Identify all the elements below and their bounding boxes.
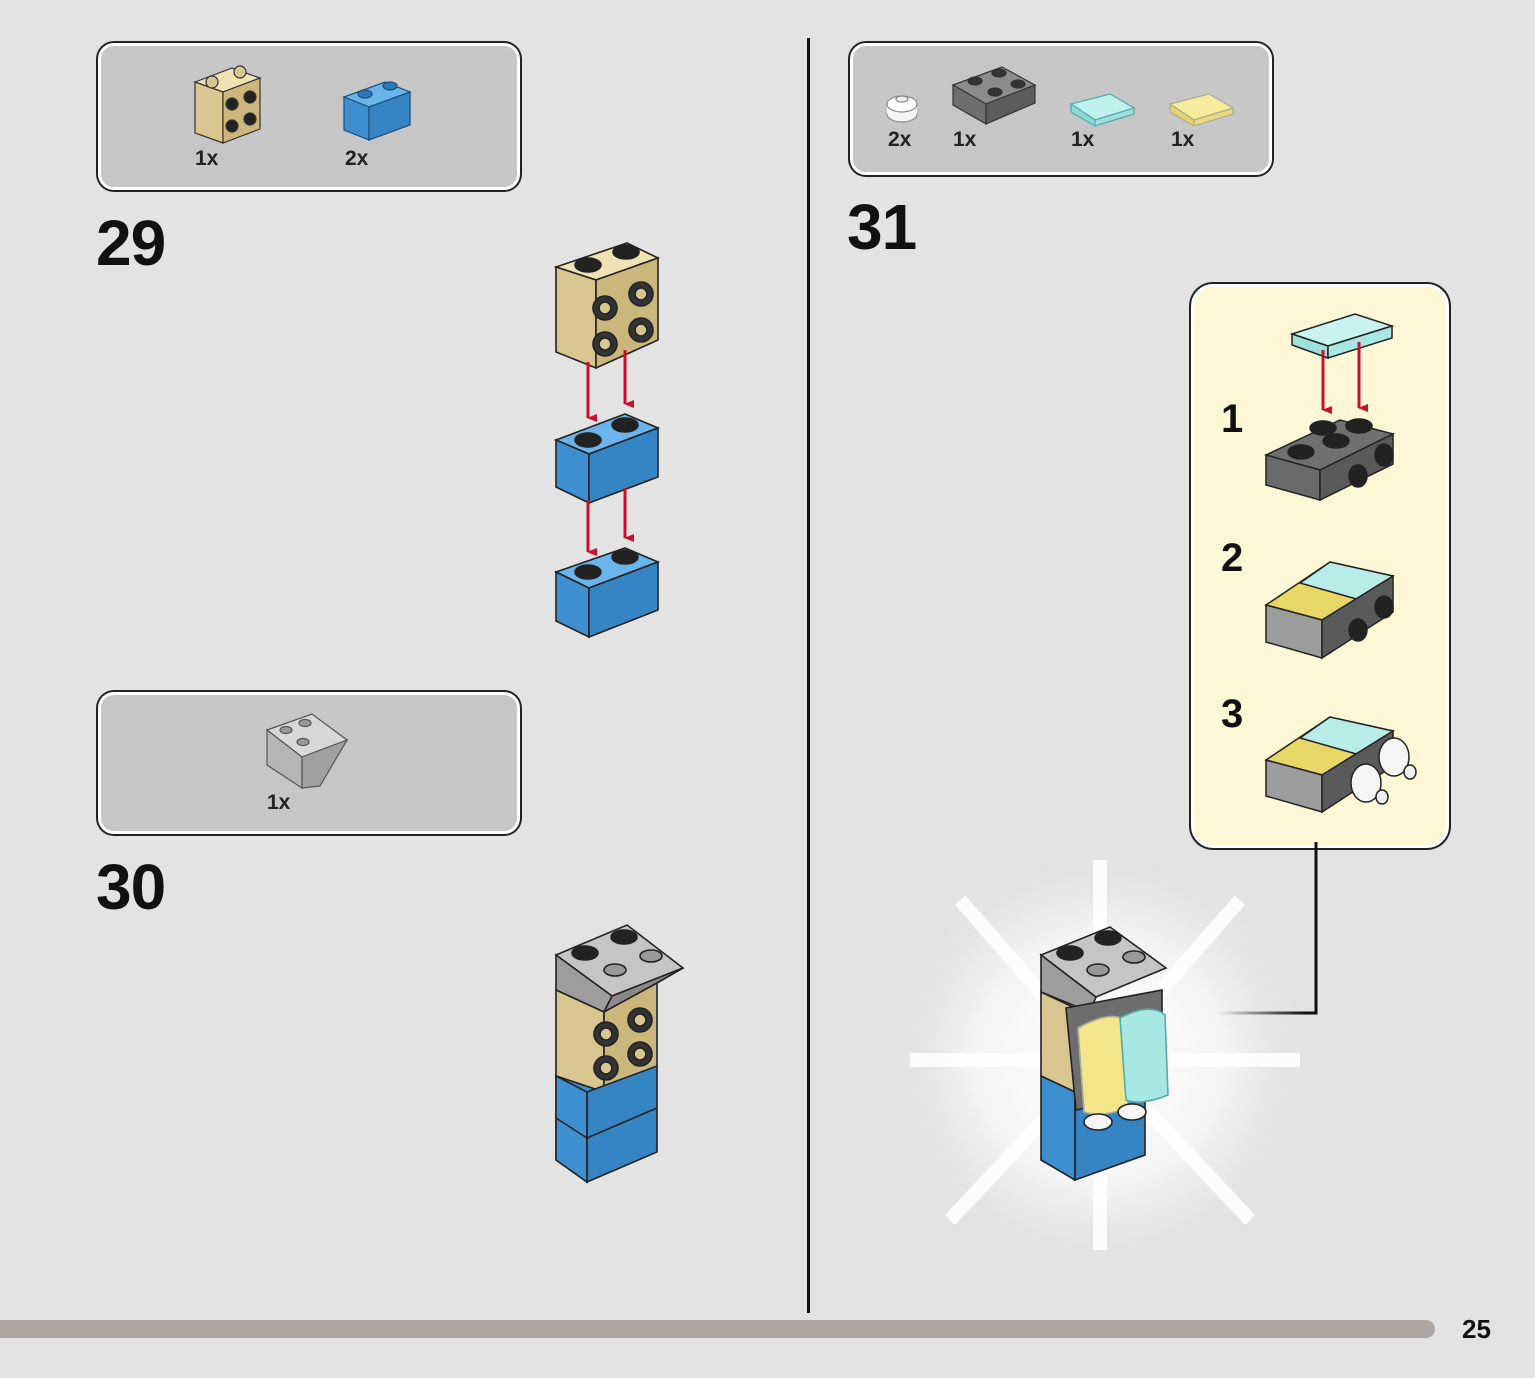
- dark-plate-thumbnail: [951, 66, 1037, 126]
- gray-slope-thumbnail: [265, 713, 349, 790]
- substep-number-3: 3: [1221, 692, 1244, 736]
- substep-number-1: 1: [1221, 397, 1244, 441]
- page-progress-bar: [0, 1320, 1435, 1338]
- part-qty-trans-yellow: 1x: [1171, 128, 1195, 151]
- part-qty-gray-slope: 1x: [267, 791, 291, 814]
- parts-box-step-31: 2x 1x 1x 1x: [850, 43, 1272, 175]
- step-30-build: [554, 924, 685, 1184]
- part-qty-white-round: 2x: [888, 128, 912, 151]
- trans-yellow-thumbnail: [1168, 93, 1235, 128]
- step-number-29: 29: [96, 207, 166, 279]
- part-qty-dark-plate: 1x: [953, 128, 977, 151]
- page-divider: [807, 38, 810, 1313]
- step-number-31: 31: [847, 191, 917, 263]
- substep-number-2: 2: [1221, 536, 1244, 580]
- trans-blue-thumbnail: [1069, 93, 1136, 128]
- part-qty-blue-brick: 2x: [345, 147, 369, 170]
- part-qty-trans-blue: 1x: [1071, 128, 1095, 151]
- page-number: 25: [1462, 1314, 1491, 1344]
- part-qty-tan-brick: 1x: [195, 147, 219, 170]
- substep-1-art: [1263, 313, 1396, 502]
- step-29-arrows: [586, 350, 634, 556]
- step-29-build: [553, 242, 661, 639]
- white-round-thumbnail: [886, 95, 918, 123]
- substep-1-arrows: [1321, 342, 1368, 414]
- tan-brick-thumbnail: [193, 65, 262, 144]
- blue-brick-thumbnail: [342, 81, 412, 141]
- step-number-30: 30: [96, 851, 166, 923]
- substep-3-art: [1264, 716, 1417, 814]
- parts-box-step-29: 1x 2x: [98, 43, 520, 190]
- step-31-build: [1039, 926, 1169, 1182]
- substep-2-art: [1264, 561, 1395, 660]
